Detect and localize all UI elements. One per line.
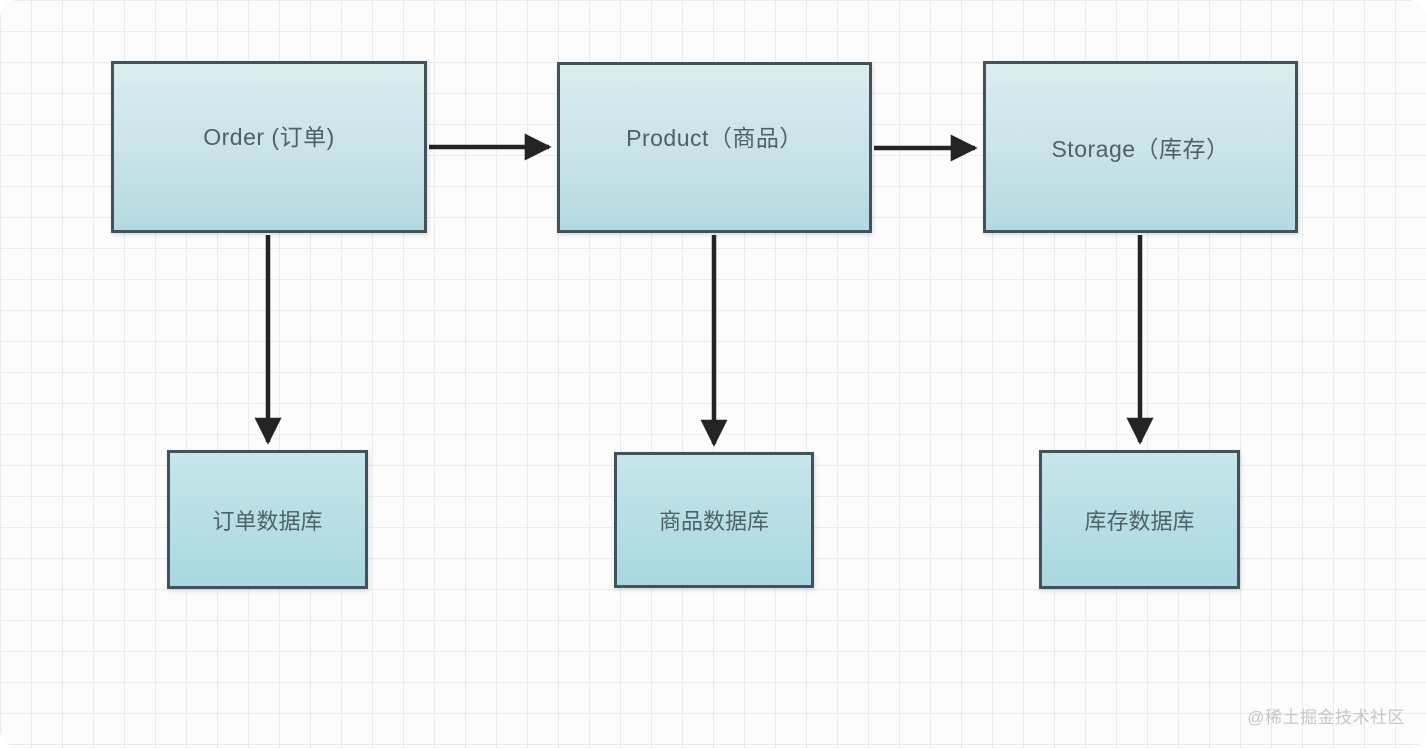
node-product-database: 商品数据库 [614,452,814,588]
node-product-label: Product（商品） [626,124,803,151]
node-order: Order (订单) [111,61,427,233]
node-product-database-label: 商品数据库 [658,509,769,534]
node-order-database-label: 订单数据库 [212,508,323,534]
node-storage-database: 库存数据库 [1039,450,1240,589]
node-product: Product（商品） [557,62,872,233]
node-order-database: 订单数据库 [167,450,368,589]
watermark: @稀土掘金技术社区 [1247,708,1405,727]
node-storage: Storage（库存） [983,61,1298,233]
node-order-label: Order (订单) [203,124,335,150]
node-storage-database-label: 库存数据库 [1084,508,1195,534]
node-storage-label: Storage（库存） [1051,136,1230,162]
